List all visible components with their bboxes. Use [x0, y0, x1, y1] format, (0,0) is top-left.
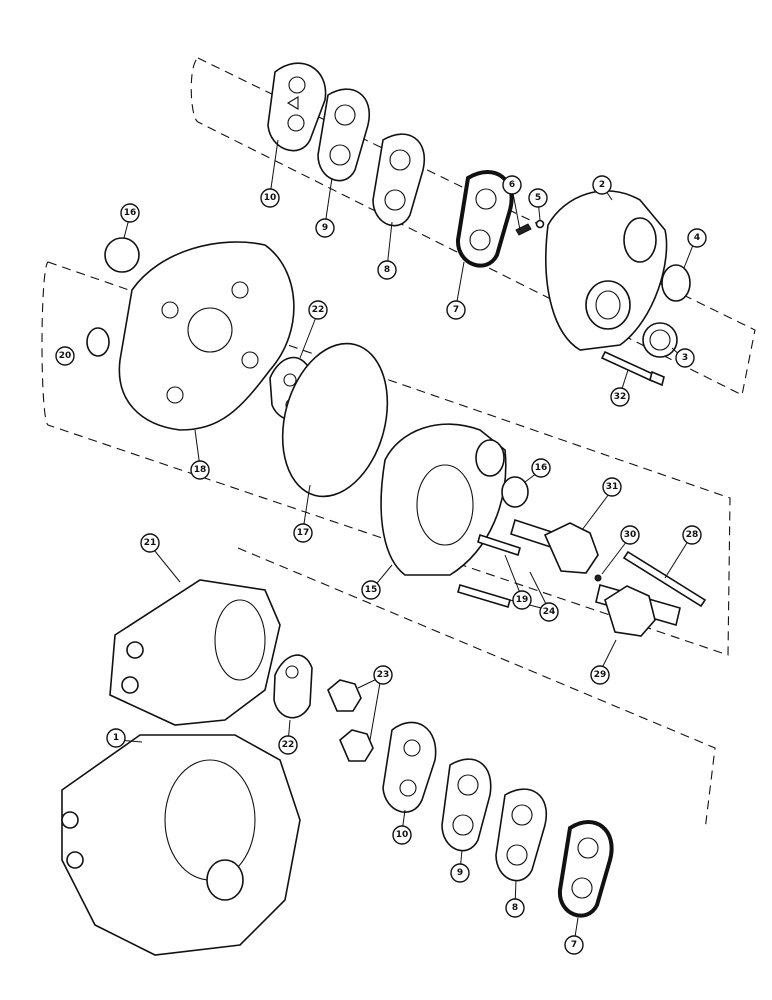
rear-housing-21: [109, 579, 281, 726]
front-housing-1: [61, 734, 301, 956]
o-ring-16-lower: [501, 476, 529, 508]
front-cover: [545, 190, 668, 351]
gasket-middle-upper: [372, 133, 426, 227]
svg-text:10: 10: [264, 193, 277, 203]
gasket-upper: [317, 88, 371, 182]
callout-31: 31: [602, 477, 622, 497]
body-15: [380, 423, 507, 576]
bolts-24: [457, 584, 511, 608]
gears-23: [327, 679, 374, 762]
callout-23: 23: [373, 665, 393, 685]
gasket-lower: [441, 758, 492, 852]
oil-seal-3: [642, 322, 678, 358]
svg-text:6: 6: [509, 180, 515, 190]
callout-8-upper: 8: [377, 260, 397, 280]
svg-text:22: 22: [282, 740, 295, 750]
callout-22-lower: 22: [278, 735, 298, 755]
callout-9-lower: 9: [450, 863, 470, 883]
svg-text:24: 24: [543, 607, 556, 617]
callout-10-upper: 10: [260, 188, 280, 208]
svg-text:31: 31: [606, 482, 619, 492]
wear-plate-upper: [267, 62, 327, 152]
callout-10-lower: 10: [392, 825, 412, 845]
svg-text:4: 4: [694, 233, 700, 243]
svg-text:32: 32: [614, 392, 627, 402]
callout-24: 24: [539, 602, 559, 622]
svg-text:7: 7: [571, 940, 577, 950]
callout-17: 17: [293, 523, 313, 543]
o-ring-16-upper: [104, 237, 140, 273]
large-o-ring-17: [281, 342, 389, 498]
callout-20: 20: [55, 346, 75, 366]
callout-16-lower: 16: [531, 458, 551, 478]
svg-text:15: 15: [365, 585, 378, 595]
bolt-32: [600, 350, 665, 387]
lower-group-outline: [237, 547, 716, 831]
bolt-19: [477, 533, 521, 557]
seal-plate-lower: [557, 820, 614, 918]
callout-7-lower: 7: [564, 935, 584, 955]
svg-text:16: 16: [535, 463, 548, 473]
o-ring-20: [86, 327, 110, 357]
callout-1: 1: [106, 728, 126, 748]
svg-text:28: 28: [686, 530, 699, 540]
spring-and-ball: [515, 219, 545, 236]
middle-group-outline: [41, 261, 731, 656]
svg-text:17: 17: [297, 528, 310, 538]
wear-plate-lower: [382, 721, 437, 813]
svg-text:19: 19: [516, 595, 529, 605]
callout-3: 3: [675, 348, 695, 368]
callout-8-lower: 8: [505, 898, 525, 918]
callout-22-upper: 22: [308, 300, 328, 320]
svg-text:2: 2: [599, 180, 605, 190]
svg-text:23: 23: [377, 670, 390, 680]
svg-text:9: 9: [457, 868, 463, 878]
callout-18: 18: [190, 460, 210, 480]
drive-gear-31: [510, 518, 599, 574]
callout-29: 29: [590, 665, 610, 685]
callout-4: 4: [687, 228, 707, 248]
callout-21: 21: [140, 533, 160, 553]
callout-30: 30: [620, 525, 640, 545]
shaft-28: [622, 550, 707, 608]
svg-text:20: 20: [59, 351, 72, 361]
callout-9-upper: 9: [315, 218, 335, 238]
svg-text:8: 8: [384, 265, 390, 275]
callout-28: 28: [682, 525, 702, 545]
callout-7-upper: 7: [446, 300, 466, 320]
svg-text:22: 22: [312, 305, 325, 315]
callout-2: 2: [592, 175, 612, 195]
svg-text:3: 3: [682, 353, 688, 363]
gasket-middle-lower: [495, 788, 548, 882]
svg-text:8: 8: [512, 903, 518, 913]
rear-plate-18: [118, 241, 295, 431]
svg-text:1: 1: [113, 733, 119, 743]
callout-5: 5: [528, 188, 548, 208]
callout-32: 32: [610, 387, 630, 407]
callout-15: 15: [361, 580, 381, 600]
svg-text:5: 5: [535, 193, 541, 203]
callout-19: 19: [512, 590, 532, 610]
svg-text:29: 29: [594, 670, 607, 680]
svg-text:16: 16: [124, 208, 137, 218]
o-ring-4: [661, 264, 691, 302]
seal-22-lower: [273, 654, 313, 719]
callout-6: 6: [502, 175, 522, 195]
svg-text:18: 18: [194, 465, 207, 475]
svg-text:10: 10: [396, 830, 409, 840]
svg-text:9: 9: [322, 223, 328, 233]
svg-text:7: 7: [453, 305, 459, 315]
seal-plate-upper: [455, 170, 514, 268]
svg-text:21: 21: [144, 538, 157, 548]
pin-30: [594, 574, 602, 582]
driven-gear-29: [595, 583, 681, 637]
svg-text:30: 30: [624, 530, 637, 540]
callout-16-upper: 16: [120, 203, 140, 223]
